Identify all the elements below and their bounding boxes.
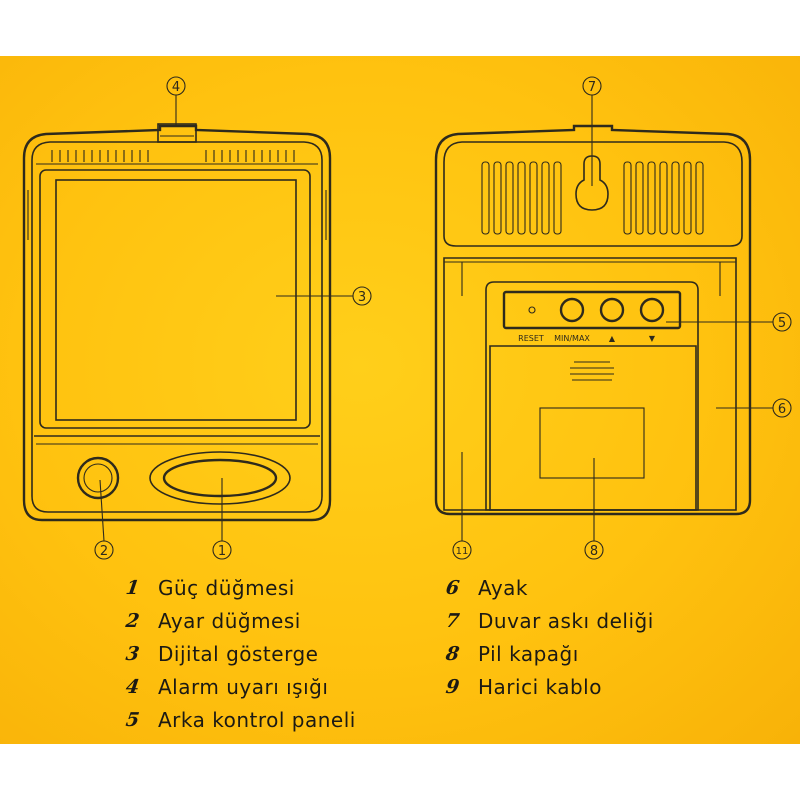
callout-4: 4 — [172, 80, 180, 95]
power-button-housing — [149, 451, 291, 505]
legend-item-7: 7 Duvar askı deliği — [444, 609, 654, 633]
up-button — [599, 297, 625, 323]
back-view: RESET MIN/MAX ▲ ▼ — [434, 124, 752, 516]
reset-label: RESET — [518, 334, 544, 343]
legend-label: Duvar askı deliği — [478, 609, 654, 633]
legend-label: Arka kontrol paneli — [158, 708, 356, 732]
down-arrow-label: ▼ — [649, 334, 656, 343]
legend-label: Dijital gösterge — [158, 642, 319, 666]
back-control-panel — [502, 290, 682, 330]
legend-number: 9 — [444, 676, 461, 698]
display-bezel — [39, 169, 311, 429]
setting-button-inner — [83, 463, 113, 493]
power-button — [162, 458, 278, 498]
callout-6: 6 — [778, 402, 786, 417]
legend-number: 6 — [444, 577, 461, 599]
back-vents-left — [481, 161, 562, 235]
battery-cover-grip — [570, 361, 614, 381]
legend-item-9: 9 Harici kablo — [444, 675, 602, 699]
front-body-inner — [31, 141, 323, 513]
callout-7: 7 — [588, 80, 596, 95]
legend-label: Alarm uyarı ışığı — [158, 675, 329, 699]
legend-item-1: 1 Güç düğmesi — [124, 576, 295, 600]
setting-button — [76, 456, 120, 500]
back-vents-right — [623, 161, 704, 235]
legend-item-3: 3 Dijital gösterge — [124, 642, 319, 666]
battery-label-area — [539, 407, 645, 479]
callout-3: 3 — [358, 290, 366, 305]
legend-label: Pil kapağı — [478, 642, 579, 666]
legend-number: 8 — [444, 643, 461, 665]
legend-number: 2 — [124, 610, 141, 632]
reset-button — [528, 306, 536, 314]
minmax-label: MIN/MAX — [554, 334, 590, 343]
legend-item-6: 6 Ayak — [444, 576, 528, 600]
callout-5: 5 — [778, 316, 786, 331]
legend-label: Ayak — [478, 576, 528, 600]
legend-number: 7 — [444, 610, 461, 632]
callout-2: 2 — [100, 544, 108, 559]
back-upper-panel — [443, 141, 743, 247]
legend-item-4: 4 Alarm uyarı ışığı — [124, 675, 329, 699]
down-button — [639, 297, 665, 323]
top-vents-left — [51, 150, 149, 162]
battery-cover — [489, 345, 697, 511]
legend-label: Güç düğmesi — [158, 576, 295, 600]
callout-11: 11 — [456, 546, 469, 557]
legend-label: Ayar düğmesi — [158, 609, 301, 633]
alarm-light — [157, 123, 197, 143]
legend-number: 4 — [124, 676, 141, 698]
front-callouts: 4 3 2 1 — [94, 76, 372, 560]
legend-number: 1 — [124, 577, 141, 599]
callout-8: 8 — [590, 544, 598, 559]
digital-display — [55, 179, 297, 421]
legend-item-5: 5 Arka kontrol paneli — [124, 708, 356, 732]
minmax-button — [559, 297, 585, 323]
legend-item-2: 2 Ayar düğmesi — [124, 609, 301, 633]
legend-label: Harici kablo — [478, 675, 602, 699]
front-view — [22, 123, 332, 522]
callout-2-leader — [99, 479, 105, 542]
top-vents-right — [205, 150, 295, 162]
stand — [443, 257, 737, 511]
front-body-outline — [22, 124, 332, 522]
legend-number: 5 — [124, 709, 141, 731]
callout-1: 1 — [218, 544, 226, 559]
legend-number: 3 — [124, 643, 141, 665]
up-arrow-label: ▲ — [609, 334, 616, 343]
inner-recess — [485, 281, 699, 511]
legend-item-8: 8 Pil kapağı — [444, 642, 579, 666]
back-body-outline — [434, 124, 752, 516]
back-callouts: 7 5 6 11 8 — [452, 76, 792, 560]
